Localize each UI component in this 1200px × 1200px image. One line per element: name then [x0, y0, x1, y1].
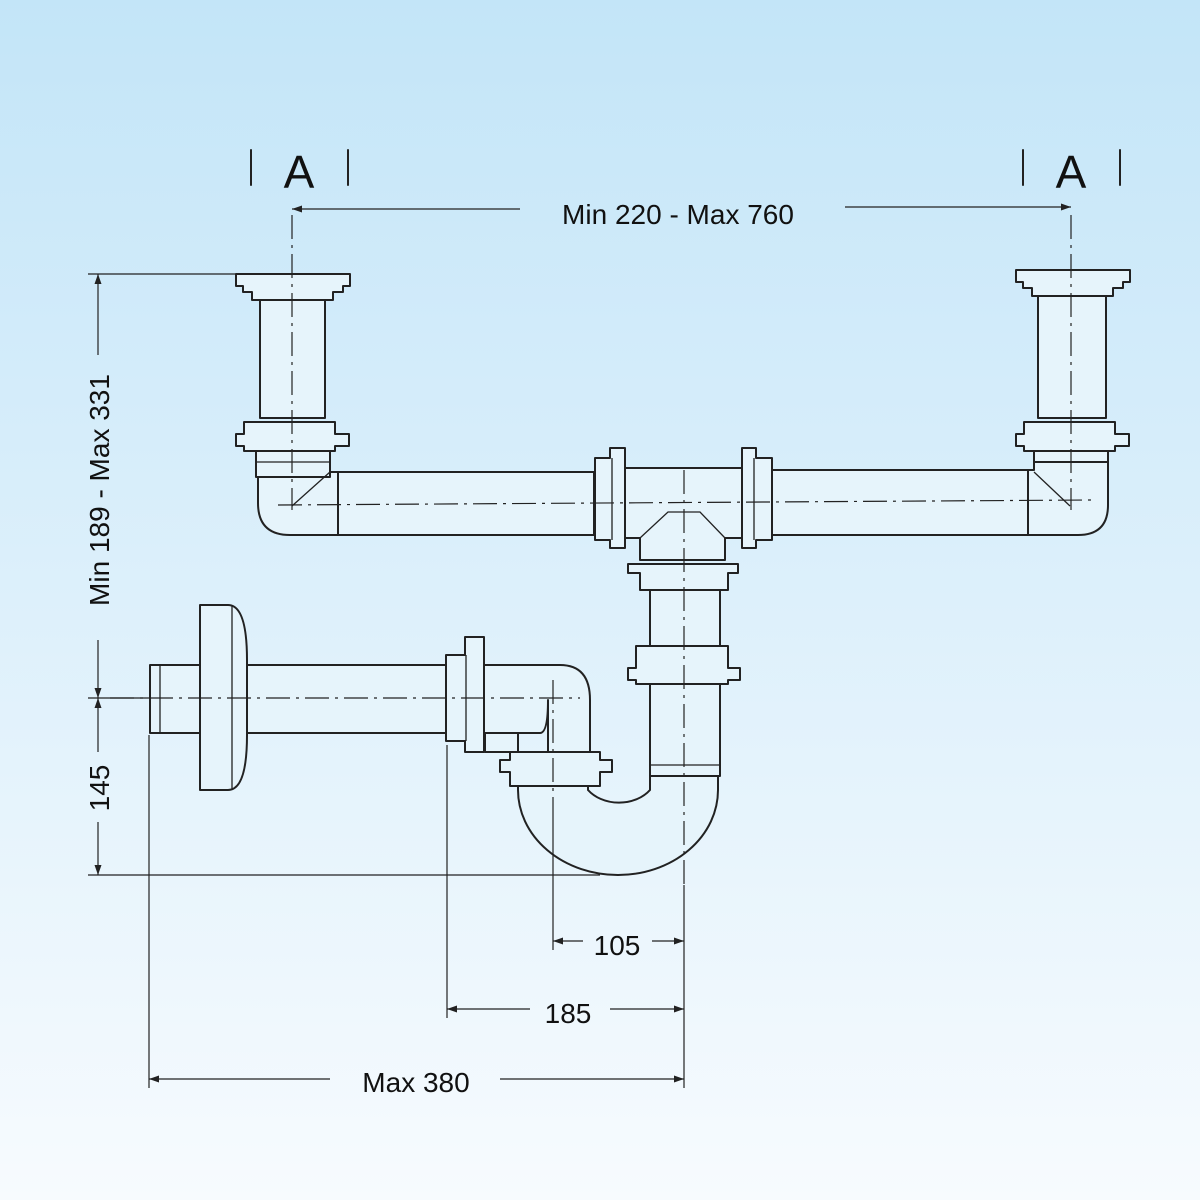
- dimension-width-range: Min 220 - Max 760: [292, 199, 1071, 230]
- dimension-outlet-height-label: 145: [84, 765, 115, 812]
- dimension-105-label: 105: [594, 930, 641, 961]
- section-mark-right-label: A: [1056, 146, 1087, 198]
- dimension-max-380: Max 380: [149, 1067, 684, 1098]
- section-mark-right: A: [1022, 146, 1121, 198]
- section-mark-left: A: [250, 146, 349, 198]
- dimension-width-range-label: Min 220 - Max 760: [562, 199, 794, 230]
- outlet-pipe: [149, 604, 591, 791]
- centerlines: [110, 215, 1093, 885]
- left-sink-strainer: [235, 273, 351, 478]
- dimension-185: 185: [447, 998, 684, 1029]
- extension-lines: [148, 735, 685, 1088]
- dimension-105: 105: [553, 930, 684, 961]
- dimension-185-label: 185: [545, 998, 592, 1029]
- dimension-height-range: Min 189 - Max 331: [84, 273, 236, 698]
- dimension-height-range-label: Min 189 - Max 331: [84, 374, 115, 606]
- section-mark-left-label: A: [284, 146, 315, 198]
- vertical-tailpiece: [627, 589, 741, 777]
- dimension-outlet-height: 145: [84, 697, 600, 876]
- dimension-max-380-label: Max 380: [362, 1067, 469, 1098]
